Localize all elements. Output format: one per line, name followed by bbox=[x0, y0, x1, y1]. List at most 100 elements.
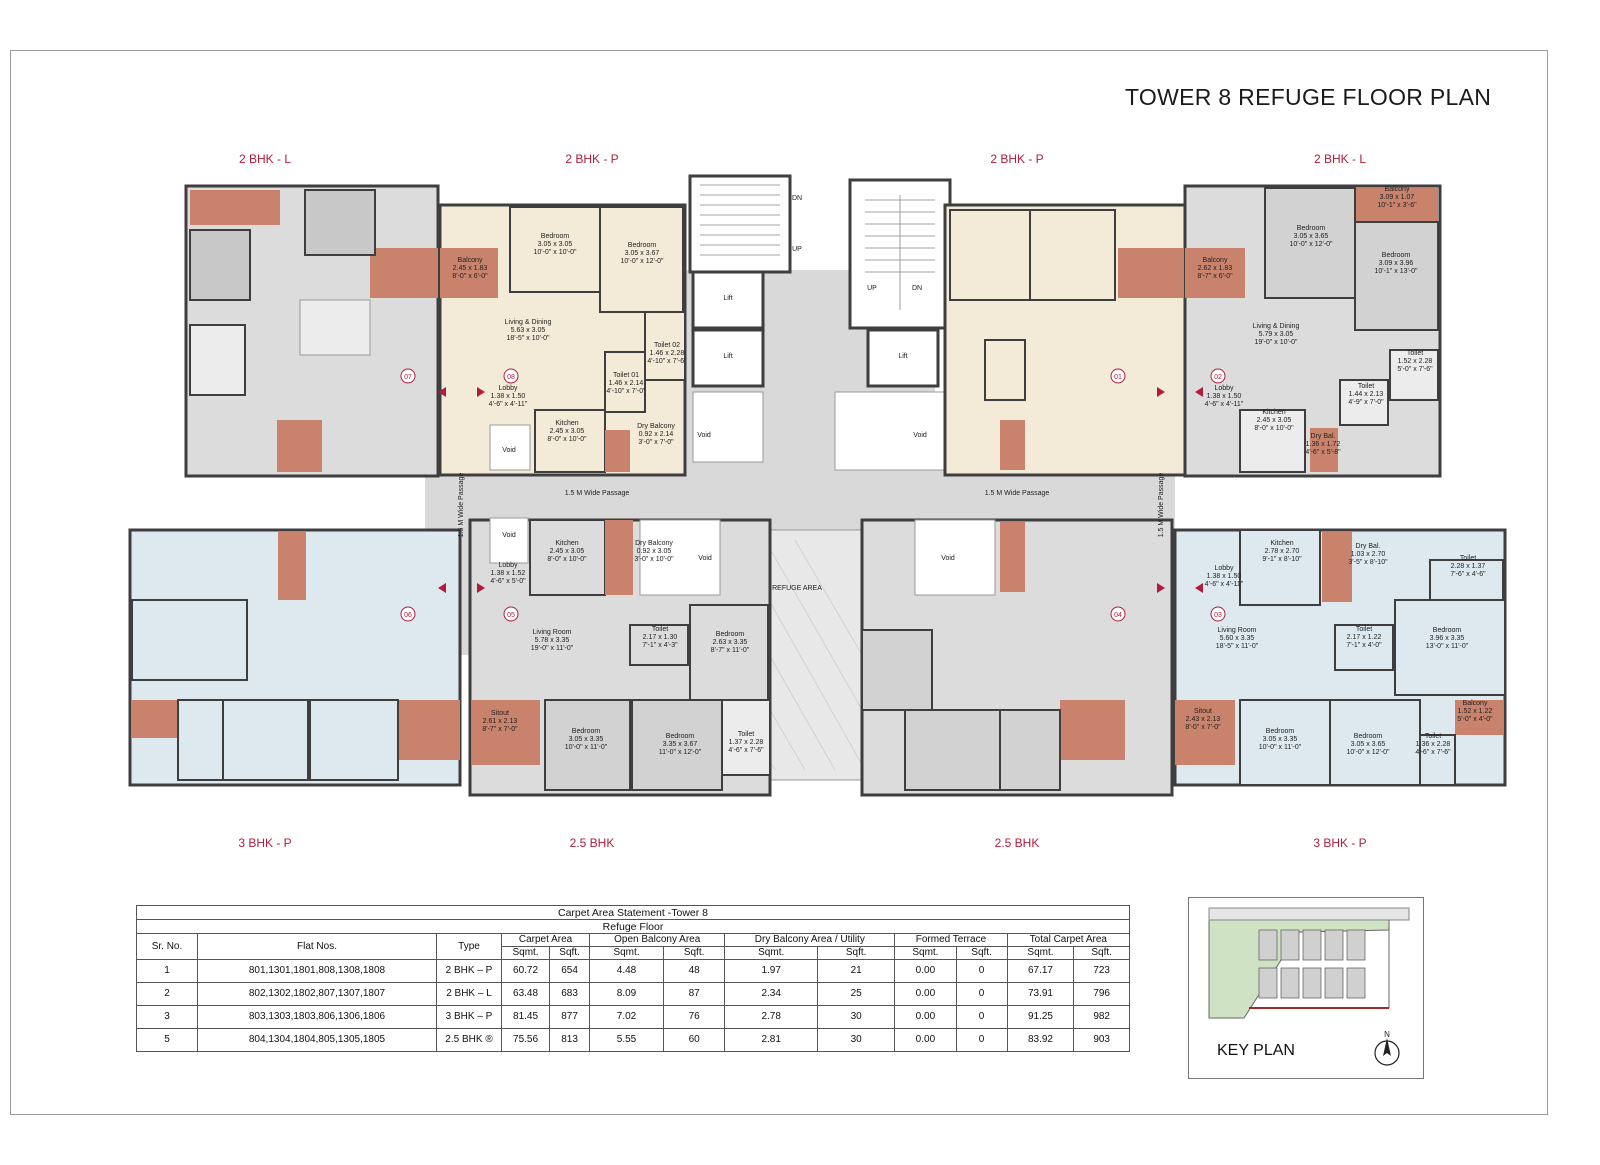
room-name: Bedroom bbox=[541, 233, 570, 240]
unit-type-label: 2.5 BHK bbox=[569, 836, 615, 850]
stair-label: UP bbox=[792, 246, 802, 253]
unit-type-label: 2 BHK - P bbox=[565, 152, 619, 166]
room-name: Toilet bbox=[1425, 733, 1441, 740]
table-unit: Sqft. bbox=[549, 946, 591, 960]
room-dimension: 10'-0" x 12'-0" bbox=[620, 258, 664, 265]
room-name: Bedroom bbox=[716, 631, 745, 638]
table-cell: 8.09 bbox=[589, 982, 664, 1006]
table-cell: 83.92 bbox=[1006, 1028, 1075, 1052]
table-cell: 801,1301,1801,808,1308,1808 bbox=[197, 959, 437, 983]
room-dimension: 0.92 x 3.05 bbox=[637, 548, 672, 555]
room-dimension: 0.92 x 2.14 bbox=[639, 431, 674, 438]
flat-number: 02 bbox=[1214, 374, 1222, 381]
flat-number: 05 bbox=[507, 612, 515, 619]
room-dimension: 1.52 x 2.28 bbox=[1398, 358, 1433, 365]
table-cell: 877 bbox=[549, 1005, 591, 1029]
room-dimension: 7'-1" x 4'-3" bbox=[642, 642, 678, 649]
table-header: Sr. No. bbox=[136, 933, 198, 960]
table-unit: Sqft. bbox=[817, 946, 896, 960]
room-dimension: 2.45 x 3.05 bbox=[550, 428, 585, 435]
room-dimension: 5.78 x 3.35 bbox=[535, 637, 570, 644]
room-name: Lobby bbox=[498, 562, 518, 569]
table-cell: 654 bbox=[549, 959, 591, 983]
table-cell: 63.48 bbox=[500, 982, 551, 1006]
passage-label: 1.5 M Wide Passage bbox=[985, 490, 1050, 497]
table-header: Type bbox=[436, 933, 502, 960]
room-dimension: 2.61 x 2.13 bbox=[483, 718, 518, 725]
room-name: Living & Dining bbox=[1253, 323, 1300, 330]
unit-type-label: 2 BHK - L bbox=[1313, 152, 1367, 166]
table-cell: 1 bbox=[136, 959, 198, 983]
room-dimension: 3.05 x 3.65 bbox=[1294, 233, 1329, 240]
table-cell: 2.34 bbox=[724, 982, 819, 1006]
table-cell: 81.45 bbox=[500, 1005, 551, 1029]
table-cell: 982 bbox=[1073, 1005, 1130, 1029]
room-name: Bedroom bbox=[666, 733, 695, 740]
table-cell: 1.97 bbox=[724, 959, 819, 983]
floor-plan-drawing: 07 08 01 02 06 05 04 03 DN UP UP DN Lift… bbox=[128, 174, 1507, 797]
room-name: Bedroom bbox=[1266, 728, 1295, 735]
stair-label: DN bbox=[792, 195, 802, 202]
table-cell: 60 bbox=[662, 1028, 726, 1052]
room-name: Bedroom bbox=[1433, 627, 1462, 634]
room-dimension: 8'-0" x 6'-0" bbox=[452, 273, 488, 280]
room-dimension: 2.45 x 3.05 bbox=[550, 548, 585, 555]
room-dimension: 11'-0" x 12'-0" bbox=[659, 749, 702, 756]
stair-label: UP bbox=[867, 285, 877, 292]
lift-label: Lift bbox=[723, 295, 732, 302]
table-header: Open Balcony Area bbox=[589, 933, 726, 947]
table-cell: 2.5 BHK ® bbox=[436, 1028, 502, 1052]
carpet-area-table: Carpet Area Statement -Tower 8 Refuge Fl… bbox=[136, 905, 1131, 1052]
table-cell: 0 bbox=[955, 1005, 1008, 1029]
lift-label: Lift bbox=[723, 353, 732, 360]
key-plan: KEY PLAN N bbox=[1188, 897, 1424, 1079]
table-cell: 0.00 bbox=[894, 982, 957, 1006]
room-name: Dry Balcony bbox=[637, 423, 675, 430]
unit-03 bbox=[1173, 528, 1507, 787]
table-cell: 76 bbox=[662, 1005, 726, 1029]
room-dimension: 1.38 x 1.50 bbox=[1207, 573, 1242, 580]
void-label: Void bbox=[941, 555, 955, 562]
room-dimension: 4'-6" x 5'-8" bbox=[1305, 449, 1341, 456]
room-dimension: 4'-6" x 4'-11" bbox=[1205, 581, 1244, 588]
room-dimension: 5'-0" x 4'-0" bbox=[1457, 716, 1493, 723]
lift-label: Lift bbox=[898, 353, 907, 360]
table-header: Formed Terrace bbox=[894, 933, 1008, 947]
room-dimension: 1.36 x 2.28 bbox=[1416, 741, 1451, 748]
table-unit: Sqmt. bbox=[894, 946, 957, 960]
table-cell: 0.00 bbox=[894, 1028, 957, 1052]
room-dimension: 19'-0" x 10'-0" bbox=[1254, 339, 1298, 346]
room-dimension: 8'-7" x 11'-0" bbox=[711, 647, 750, 654]
room-dimension: 1.46 x 2.14 bbox=[609, 380, 644, 387]
room-dimension: 18'-5" x 10'-0" bbox=[506, 335, 550, 342]
room-dimension: 5.63 x 3.05 bbox=[511, 327, 546, 334]
room-dimension: 2.78 x 2.70 bbox=[1265, 548, 1300, 555]
passage-label: 1.5 M Wide Passage bbox=[1158, 473, 1165, 538]
core-labels: DN UP UP DN Lift Lift Lift Void Void Voi… bbox=[502, 195, 1049, 592]
void-label: Void bbox=[913, 432, 927, 439]
flat-number-markers bbox=[400, 368, 1226, 622]
room-dimension: 2.43 x 2.13 bbox=[1186, 716, 1221, 723]
room-name: Toilet bbox=[1460, 555, 1476, 562]
room-dimension: 1.36 x 1.72 bbox=[1306, 441, 1341, 448]
room-dimension: 4'-6" x 5'-0" bbox=[490, 578, 526, 585]
room-dimension: 4'-6" x 7'-6" bbox=[1415, 749, 1451, 756]
flat-number: 03 bbox=[1214, 612, 1222, 619]
room-dimension: 2.62 x 1.83 bbox=[1198, 265, 1233, 272]
room-dimension: 2.45 x 1.83 bbox=[453, 265, 488, 272]
room-name: Kitchen bbox=[555, 540, 578, 547]
